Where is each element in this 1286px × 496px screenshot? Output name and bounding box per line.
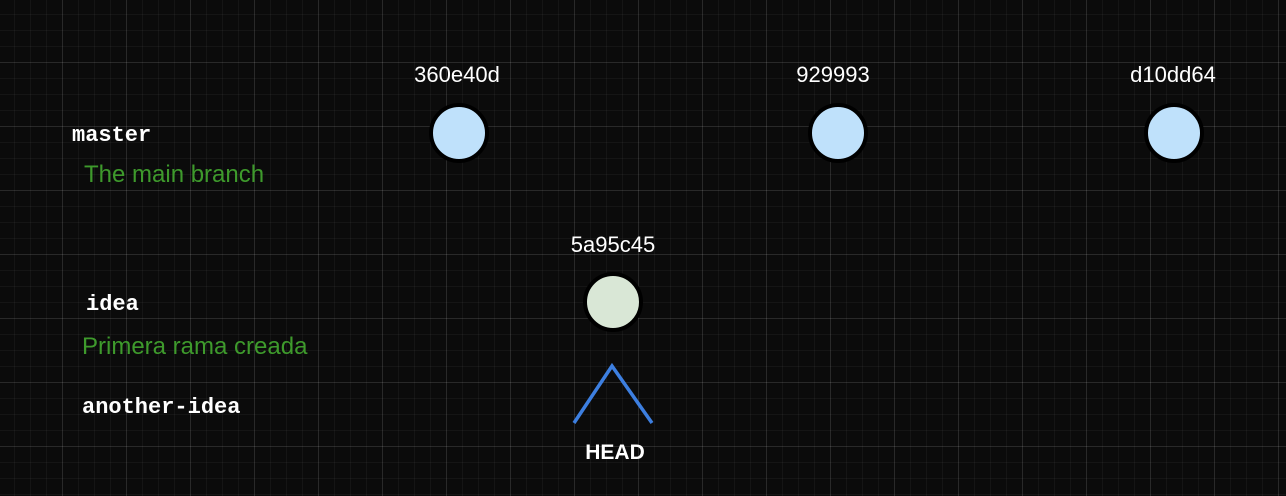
branch-label-another-idea[interactable]: another-idea [82, 395, 240, 420]
commit-id-label: 5a95c45 [571, 232, 655, 257]
commit-id-label: d10dd64 [1130, 62, 1216, 87]
edge-another-idea-label [300, 302, 614, 410]
commit-id-label: 360e40d [414, 62, 500, 87]
commit-node-360e40d[interactable] [429, 103, 489, 163]
branch-label-idea[interactable]: idea [86, 292, 139, 317]
head-marker-icon [572, 362, 654, 425]
commit-node-5a95c45[interactable] [583, 272, 643, 332]
commit-node-d10dd64[interactable] [1144, 103, 1204, 163]
head-label: HEAD [585, 441, 645, 464]
edge-master-label [205, 133, 430, 135]
branch-note-idea: Primera rama creada [82, 333, 308, 360]
commit-node-929993[interactable] [808, 103, 868, 163]
edge-branch-curve [490, 133, 590, 302]
commit-id-label: 929993 [796, 62, 869, 87]
branch-label-master[interactable]: master [72, 123, 151, 148]
branch-note-master: The main branch [84, 161, 264, 188]
